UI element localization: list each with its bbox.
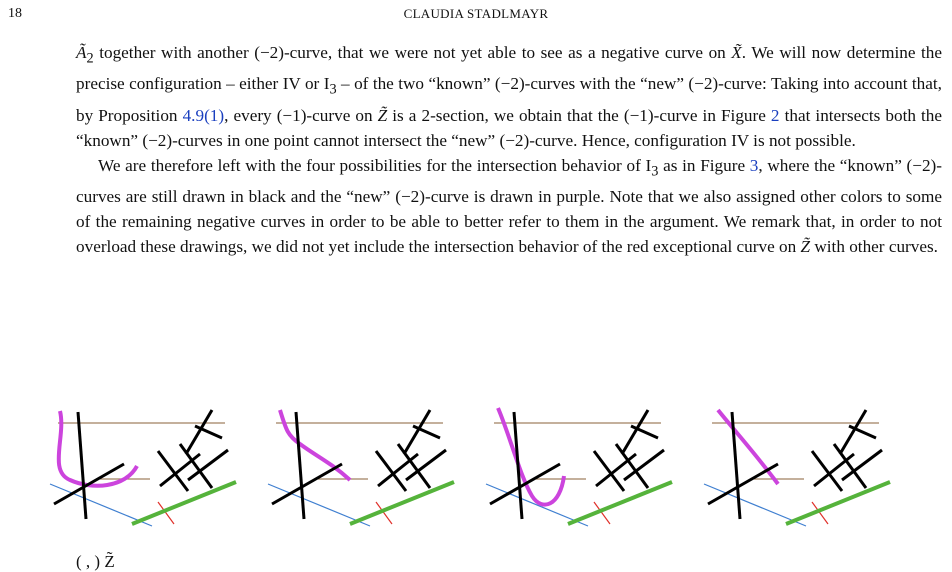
black-curve-8 xyxy=(194,424,223,440)
black-curve-1 xyxy=(76,411,88,520)
green-line xyxy=(567,480,673,526)
black-curve-5 xyxy=(396,443,432,489)
text-run: is a 2-section, we obtain that the (−1)-… xyxy=(387,105,771,125)
purple-curve xyxy=(716,408,780,486)
blue-line xyxy=(49,483,153,527)
text-run: , every (−1)-curve on xyxy=(224,105,378,125)
paragraph-2: We are therefore left with the four poss… xyxy=(76,153,942,259)
black-curve-6 xyxy=(841,448,883,482)
text-run: . We will now determine the precise conf… xyxy=(76,43,942,94)
black-curve-7 xyxy=(838,409,868,455)
purple-curve xyxy=(56,410,139,488)
red-line xyxy=(157,501,175,525)
math-x-tilde: X̃ xyxy=(731,43,742,62)
red-line xyxy=(811,501,829,525)
body-text: Ã2 together with another (−2)-curve, tha… xyxy=(76,40,942,259)
page-number: 18 xyxy=(8,6,22,21)
math-a2: Ã xyxy=(76,43,87,62)
math-z-tilde: Z̃ xyxy=(800,237,811,257)
black-curve-1 xyxy=(512,411,524,520)
running-head: CLAUDIA STADLMAYR xyxy=(403,6,549,21)
black-curve-3 xyxy=(810,450,844,492)
i3-subscript: 3 xyxy=(651,163,659,180)
black-curve-1 xyxy=(294,411,306,520)
purple-curve xyxy=(496,407,566,507)
red-line xyxy=(375,501,393,525)
black-curve-2 xyxy=(489,462,561,506)
black-curve-2 xyxy=(271,462,343,506)
black-curve-8 xyxy=(412,424,441,440)
black-curve-7 xyxy=(402,409,432,455)
figure-panel-4 xyxy=(703,408,891,527)
black-curve-8 xyxy=(630,424,659,440)
figure-panel-1 xyxy=(49,409,237,527)
figure-panel-2 xyxy=(267,409,455,527)
text-run: , where the “known” (−2)-curves are stil… xyxy=(76,155,942,257)
blue-line xyxy=(485,483,589,527)
black-curve-7 xyxy=(184,409,214,455)
black-curve-6 xyxy=(405,448,447,482)
text-run: We are therefore left with the four poss… xyxy=(98,155,652,175)
black-curve-3 xyxy=(592,450,626,492)
proposition-link[interactable]: 4.9(1) xyxy=(182,105,225,125)
figure-caption-fragment: ( , ) Z̃ xyxy=(76,552,115,571)
text-run: that intersects both the “known” (−2)-cu… xyxy=(76,105,942,150)
figure-panel-3 xyxy=(485,407,673,527)
black-curve-2 xyxy=(53,462,125,506)
blue-line xyxy=(703,483,807,527)
black-curve-5 xyxy=(614,443,650,489)
i3-subscript: 3 xyxy=(329,81,337,98)
figure-2-link[interactable]: 2 xyxy=(770,105,780,125)
paragraph-1: Ã2 together with another (−2)-curve, tha… xyxy=(76,40,942,153)
black-curve-4 xyxy=(159,452,201,488)
black-curve-8 xyxy=(848,424,877,440)
text-run: as in Figure xyxy=(658,155,750,175)
page-header: 18 CLAUDIA STADLMAYR xyxy=(0,4,952,24)
black-curve-5 xyxy=(178,443,214,489)
black-curve-6 xyxy=(623,448,665,482)
black-curve-1 xyxy=(730,411,742,520)
black-curve-4 xyxy=(595,452,637,488)
black-curve-7 xyxy=(620,409,650,455)
text-run: – of the two “known” (−2)-curves with th… xyxy=(76,74,942,125)
green-line xyxy=(349,480,455,526)
text-run: with other curves. xyxy=(810,237,938,257)
green-line xyxy=(785,480,891,526)
black-curve-6 xyxy=(187,448,229,482)
black-curve-3 xyxy=(374,450,408,492)
green-line xyxy=(131,480,237,526)
red-line xyxy=(593,501,611,525)
black-curve-5 xyxy=(832,443,868,489)
black-curve-4 xyxy=(377,452,419,488)
math-z-tilde: Z̃ xyxy=(377,105,388,125)
figure-3-row xyxy=(40,396,940,531)
black-curve-2 xyxy=(707,462,779,506)
blue-line xyxy=(267,483,371,527)
text-run: together with another (−2)-curve, that w… xyxy=(93,43,732,62)
black-curve-3 xyxy=(156,450,190,492)
purple-curve xyxy=(278,409,352,482)
black-curve-4 xyxy=(813,452,855,488)
math-a2-subscript: 2 xyxy=(86,50,94,67)
figure-3-link[interactable]: 3 xyxy=(749,155,759,175)
